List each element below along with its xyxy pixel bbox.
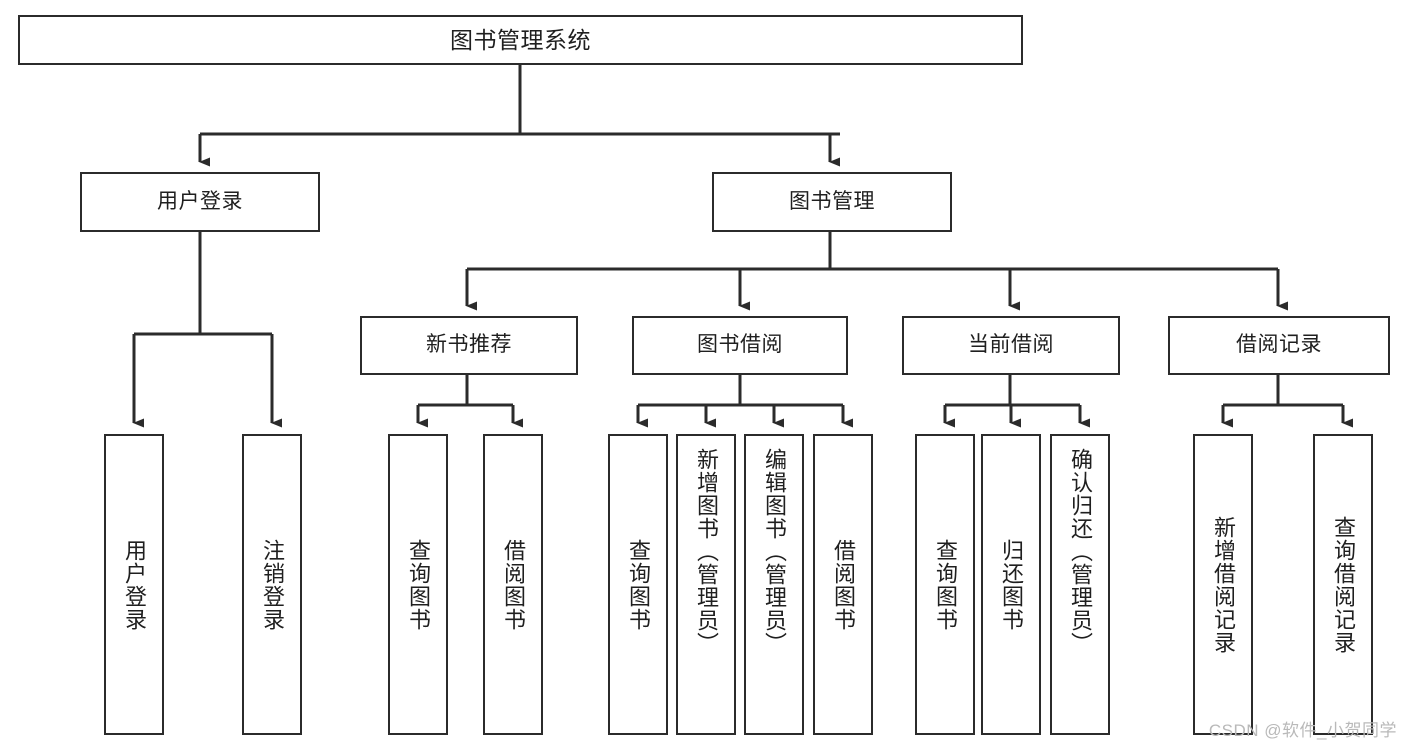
- node-leaf-bookborrow-query-book-label: 查询图书: [625, 538, 651, 631]
- node-leaf-borrowrecord-add-record[interactable]: 新增借阅记录: [1193, 434, 1253, 735]
- node-borrow-record[interactable]: 借阅记录: [1168, 316, 1390, 375]
- node-leaf-newbook-borrow-book-label: 借阅图书: [500, 538, 526, 631]
- node-leaf-user-login-login-label: 用户登录: [121, 538, 147, 631]
- node-leaf-bookborrow-borrow-book[interactable]: 借阅图书: [813, 434, 873, 735]
- node-leaf-bookborrow-add-book[interactable]: 新增图书（管理员）: [676, 434, 736, 735]
- node-leaf-bookborrow-query-book[interactable]: 查询图书: [608, 434, 668, 735]
- node-leaf-currentborrow-return-book[interactable]: 归还图书: [981, 434, 1041, 735]
- node-new-book-recommend-label: 新书推荐: [426, 333, 512, 357]
- node-leaf-bookborrow-edit-book[interactable]: 编辑图书（管理员）: [744, 434, 804, 735]
- node-leaf-borrowrecord-query-record[interactable]: 查询借阅记录: [1313, 434, 1373, 735]
- node-leaf-currentborrow-return-book-label: 归还图书: [998, 538, 1024, 631]
- node-leaf-user-logout[interactable]: 注销登录: [242, 434, 302, 735]
- node-leaf-bookborrow-add-book-label: 新增图书（管理员）: [693, 448, 719, 655]
- node-borrow-record-label: 借阅记录: [1236, 333, 1322, 357]
- node-leaf-currentborrow-confirm-return[interactable]: 确认归还（管理员）: [1050, 434, 1110, 735]
- watermark: CSDN @软件_小贺同学: [1208, 721, 1397, 740]
- node-user-login-label: 用户登录: [157, 189, 243, 213]
- node-root-system[interactable]: 图书管理系统: [18, 15, 1023, 65]
- node-leaf-newbook-query-book-label: 查询图书: [405, 538, 431, 631]
- node-new-book-recommend[interactable]: 新书推荐: [360, 316, 578, 375]
- node-leaf-newbook-query-book[interactable]: 查询图书: [388, 434, 448, 735]
- node-leaf-newbook-borrow-book[interactable]: 借阅图书: [483, 434, 543, 735]
- node-leaf-borrowrecord-query-record-label: 查询借阅记录: [1330, 515, 1356, 654]
- node-book-management[interactable]: 图书管理: [712, 172, 952, 232]
- node-current-borrow-label: 当前借阅: [968, 333, 1054, 357]
- node-leaf-user-logout-label: 注销登录: [259, 538, 285, 631]
- node-leaf-currentborrow-query-book-label: 查询图书: [932, 538, 958, 631]
- node-leaf-bookborrow-borrow-book-label: 借阅图书: [830, 538, 856, 631]
- node-leaf-borrowrecord-add-record-label: 新增借阅记录: [1210, 515, 1236, 654]
- node-user-login[interactable]: 用户登录: [80, 172, 320, 232]
- node-book-management-label: 图书管理: [789, 189, 875, 213]
- node-leaf-currentborrow-confirm-return-label: 确认归还（管理员）: [1067, 448, 1093, 655]
- node-leaf-bookborrow-edit-book-label: 编辑图书（管理员）: [761, 448, 787, 655]
- node-leaf-currentborrow-query-book[interactable]: 查询图书: [915, 434, 975, 735]
- node-book-borrow[interactable]: 图书借阅: [632, 316, 848, 375]
- node-root-system-label: 图书管理系统: [450, 26, 591, 53]
- node-leaf-user-login-login[interactable]: 用户登录: [104, 434, 164, 735]
- node-book-borrow-label: 图书借阅: [697, 333, 783, 357]
- node-current-borrow[interactable]: 当前借阅: [902, 316, 1120, 375]
